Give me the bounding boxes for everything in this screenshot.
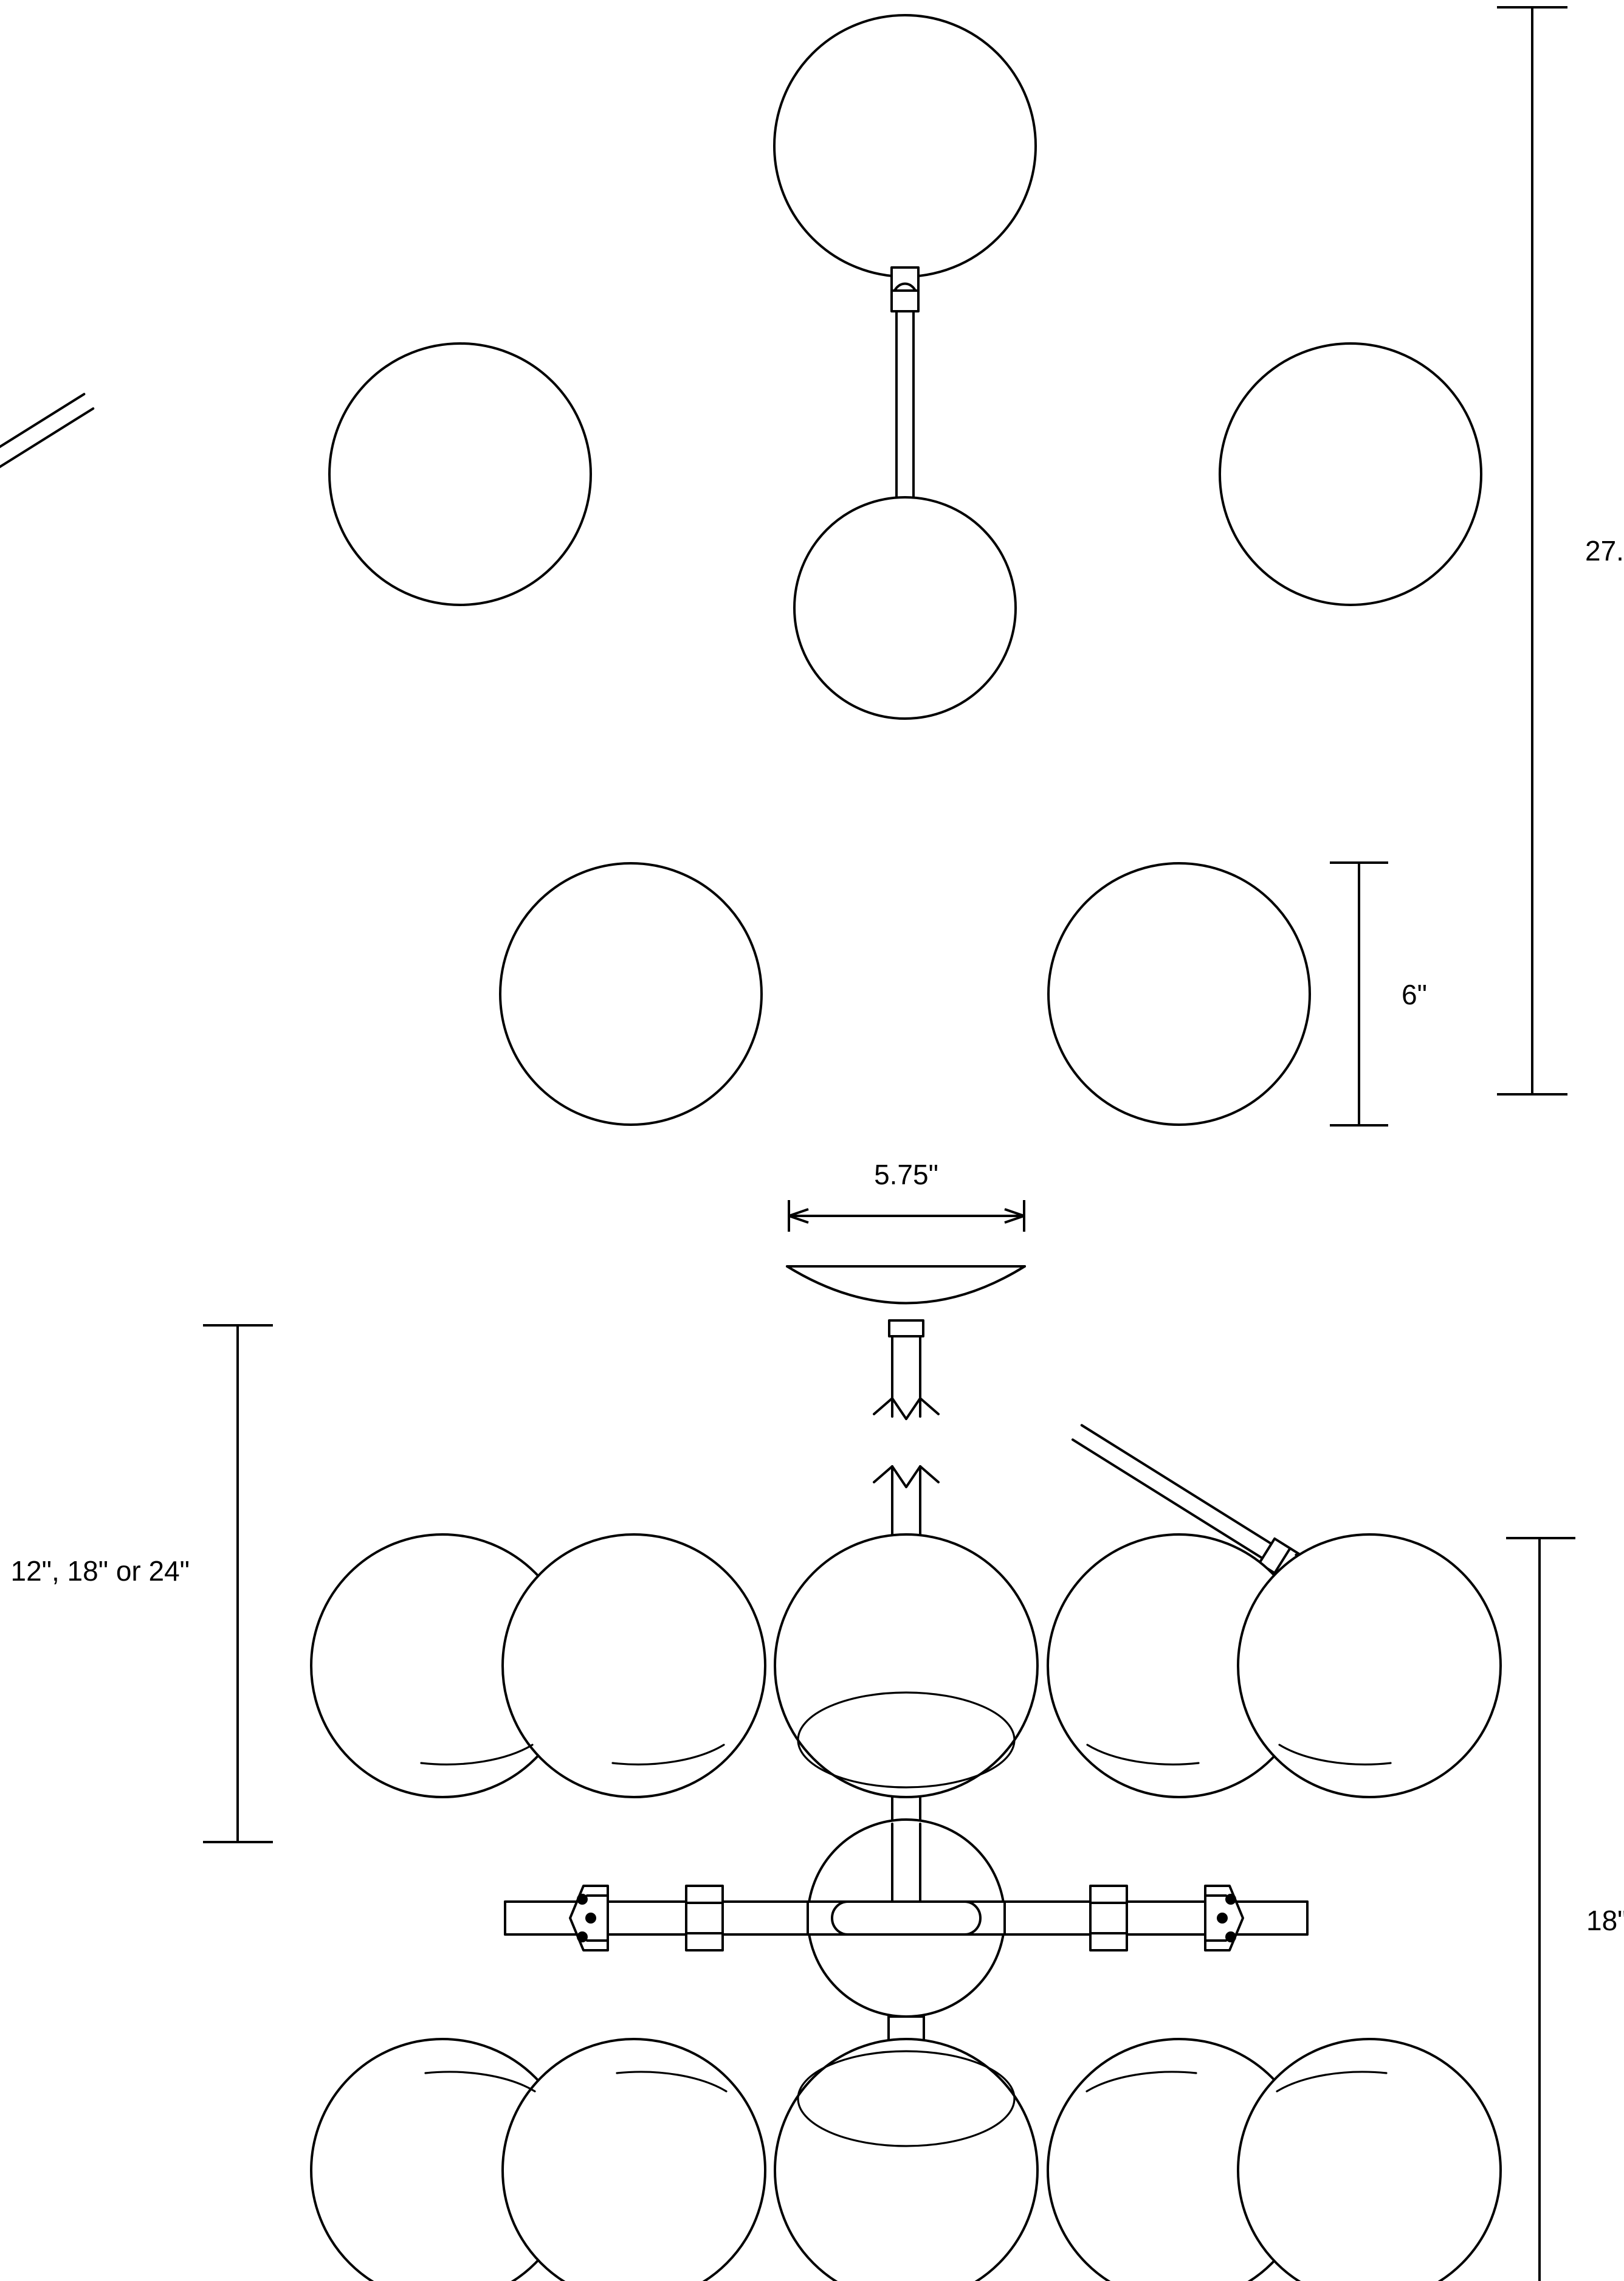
elevation-globe-top-2 [501,1533,766,1798]
elevation-globe-bottom-2 [501,2038,766,2281]
elevation-joint-far-right [1204,1885,1244,1951]
elevation-joint-far-left [569,1885,609,1951]
elevation-joint-inner-left [685,1885,724,1951]
dimension-canopy-width: 5.75" [788,1159,1025,1232]
dimension-overall-width-label: 27.5" [1585,535,1624,567]
elevation-globe-bottom-3 [774,2038,1039,2281]
dimension-globe-diameter: 6" [1330,861,1427,1127]
dimension-canopy-width-label: 5.75" [874,1159,938,1190]
dimension-fixture-height-label: 18" [1586,1905,1624,1936]
elevation-globe-top-5 [1237,1533,1502,1798]
dimension-downrod-length-label: 12", 18" or 24" [10,1555,190,1587]
elevation-globe-row-top [310,1533,1502,1798]
elevation-globe-bottom-5 [1237,2038,1502,2281]
plan-globe-top [773,14,1037,278]
plan-globe-lower-left [499,862,763,1126]
elevation-globe-top-3 [774,1533,1039,1798]
dimension-globe-diameter-label: 6" [1402,979,1427,1010]
elevation-view [310,1265,1502,2281]
elevation-globe-row-bottom [310,2038,1502,2281]
plan-view [0,14,1482,1586]
dimension-fixture-height: 18" [1506,1537,1624,2281]
elevation-canopy [786,1265,1026,1420]
plan-globe-lower-right [1047,862,1311,1126]
elevation-joint-inner-right [1089,1885,1128,1951]
plan-globe-upper-left [328,342,592,606]
plan-center-hub [793,496,1017,720]
dimension-overall-width: 27.5" [1497,6,1624,1096]
plan-globe-upper-right [1219,342,1482,606]
dimension-downrod-length: 12", 18" or 24" [10,1324,273,1843]
plan-arm-upper-right [0,393,95,546]
